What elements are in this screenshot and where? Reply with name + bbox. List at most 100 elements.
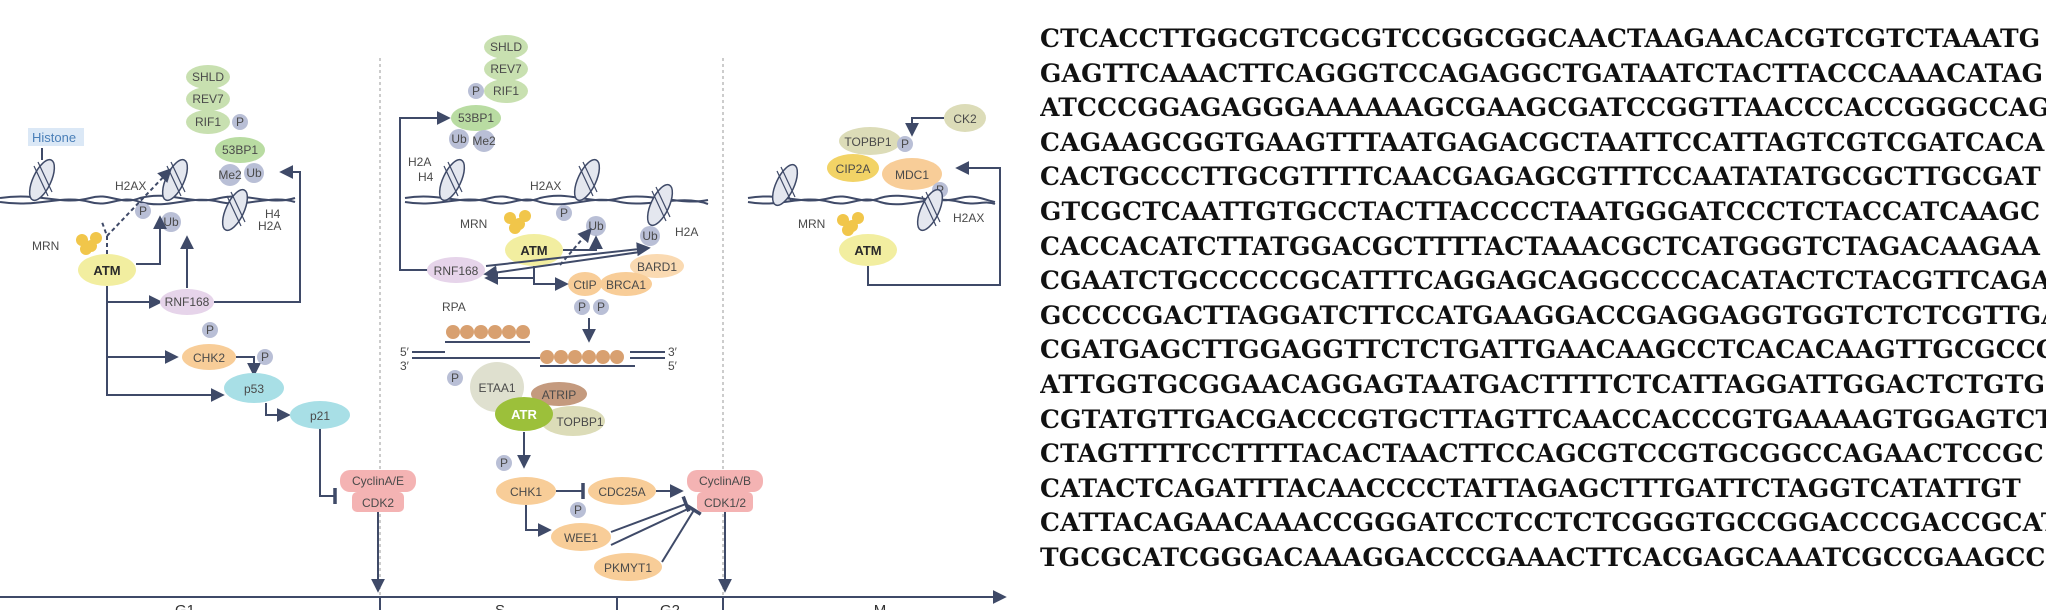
phospho-label: P <box>236 115 244 129</box>
ub-label: Ub <box>163 215 179 229</box>
sequence-line: GTCGCTCAATTGTGCCTACTTACCCCTAATGGGATCCCTC… <box>1040 196 2041 226</box>
h2ax-label: H2AX <box>115 179 146 193</box>
arrow-chk1-wee1 <box>525 505 552 537</box>
ub-label: Ub <box>588 219 604 233</box>
mrn-complex <box>504 212 516 224</box>
bard1-label: BARD1 <box>637 260 677 274</box>
five-prime-label: 5′ <box>668 359 678 373</box>
phospho-marker <box>496 455 512 471</box>
phospho-marker <box>135 203 151 219</box>
phospho-label: P <box>901 137 909 151</box>
arrow-rnf168-53bp1 <box>214 165 301 303</box>
panel-g2: CK2 TOPBP1 P CIP2A MDC1 P P H2AX MRN ATM <box>747 104 1001 286</box>
phospho-label: P <box>560 206 568 220</box>
phospho-label: P <box>574 503 582 517</box>
phospho-marker <box>468 83 484 99</box>
atm-label: ATM <box>93 263 120 278</box>
sequence-line: CGAATCTGCCCCCGCATTTCAGGAGCAGGCCCCACATACT… <box>1040 266 2046 296</box>
nucleosome <box>28 158 56 202</box>
ub-marker <box>640 226 660 246</box>
phospho-marker <box>257 349 273 365</box>
rev7-protein <box>186 87 230 111</box>
pkmyt1-protein <box>594 553 662 581</box>
h2a-label: H2A <box>408 155 431 169</box>
pkmyt1-label: PKMYT1 <box>604 561 652 575</box>
me2-label: Me2 <box>218 168 242 182</box>
cdc25a-label: CDC25A <box>598 485 645 499</box>
phospho-marker <box>232 114 248 130</box>
cyclin-ae-label: CyclinA/E <box>352 474 404 488</box>
panel-s: SHLD REV7 RIF1 P 53BP1 Ub Me2 H2A H4 H2A <box>399 35 763 593</box>
ub-label: Ub <box>451 132 467 146</box>
dashed-arrow <box>101 221 108 254</box>
dashed-arrow <box>106 167 172 237</box>
me2-marker <box>473 130 495 152</box>
cdk12-label: CDK1/2 <box>704 496 746 510</box>
phospho-label: P <box>578 300 586 314</box>
topbp1-protein <box>541 406 605 436</box>
mdc1-label: MDC1 <box>895 168 929 182</box>
ub-marker <box>244 163 264 183</box>
sequence-line: CTCACCTTGGCGTCGCGTCCGGCGGCAACTAAGAACACGT… <box>1040 24 2041 53</box>
53bp1-protein <box>451 105 501 131</box>
rif1-protein <box>186 110 230 134</box>
brca1-label: BRCA1 <box>606 278 646 292</box>
mdc1-protein <box>882 158 942 190</box>
rev7-label: REV7 <box>490 62 522 76</box>
53bp1-protein <box>215 137 265 163</box>
rnf168-protein <box>160 289 214 315</box>
inhibit-p21-cdk2 <box>319 429 337 504</box>
arrow-atm-rnf168 <box>106 286 163 309</box>
phospho-marker <box>570 502 586 518</box>
five-prime-label: 5′ <box>400 345 410 359</box>
atm-protein <box>505 234 563 266</box>
h2a-label: H2A <box>258 219 281 233</box>
dna-strand <box>747 198 996 206</box>
sequence-line: ATCCCGGAGAGGGAAAAAAGCGAAGCGATCCGGTTAACCC… <box>1040 93 2046 123</box>
h4-label: H4 <box>265 207 281 221</box>
rev7-protein <box>484 57 528 81</box>
arrow-ck2 <box>905 117 944 137</box>
three-prime-label: 3′ <box>668 345 678 359</box>
cyclin-ab-label: CyclinA/B <box>699 474 751 488</box>
cdk2-label: CDK2 <box>362 496 394 510</box>
ck2-label: CK2 <box>953 112 977 126</box>
rif1-label: RIF1 <box>195 115 221 129</box>
ctip-label: CtIP <box>573 278 596 292</box>
atr-label: ATR <box>511 407 537 422</box>
me2-label: Me2 <box>472 134 496 148</box>
dashed-arrow <box>559 227 592 266</box>
phospho-label: P <box>500 456 508 470</box>
arrow-atm-ub <box>563 235 603 251</box>
inhibit-wee1-cdk <box>610 495 691 533</box>
mrn-complex <box>837 214 849 226</box>
atrip-protein <box>531 382 587 406</box>
chk1-label: CHK1 <box>510 485 542 499</box>
three-prime-label: 3′ <box>400 359 410 373</box>
chk2-protein <box>182 344 236 370</box>
rnf168-label: RNF168 <box>165 295 210 309</box>
phospho-marker <box>574 299 590 315</box>
atm-protein <box>78 254 136 286</box>
topbp1-protein <box>839 127 901 155</box>
rpa-label: RPA <box>442 300 466 314</box>
nucleosome <box>573 158 601 202</box>
dna-strand <box>0 194 296 202</box>
arrow-atm-p53 <box>106 357 225 402</box>
ub-label: Ub <box>642 229 658 243</box>
phase-label-g1: G1 <box>175 602 195 610</box>
cdk2-box <box>352 492 404 512</box>
phase-label-m: M <box>874 602 887 610</box>
dna-strand <box>404 198 709 206</box>
phospho-marker <box>447 370 463 386</box>
rpa-beads <box>446 325 624 364</box>
sequence-line: GAGTTCAAACTTCAGGGTCCAGAGGCTGATAATCTACTTA… <box>1040 58 2044 88</box>
phospho-label: P <box>472 84 480 98</box>
atm-label: ATM <box>854 243 881 258</box>
phospho-label: P <box>597 300 605 314</box>
brca1-protein <box>600 272 652 296</box>
histone-label-box <box>28 128 84 146</box>
sequence-line: CAGAAGCGGTGAAGTTTAATGAGACGCTAATTCCATTAGT… <box>1040 127 2045 157</box>
wee1-protein <box>551 523 611 551</box>
arrow-atm-mdc1 <box>867 161 1001 286</box>
